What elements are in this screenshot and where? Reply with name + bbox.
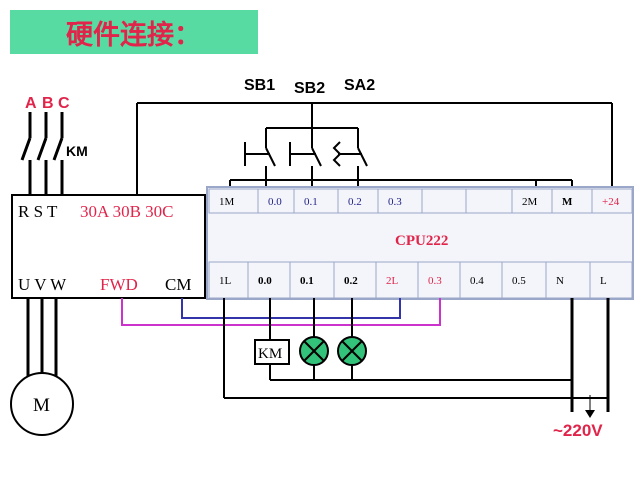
plc-bottom-terminal-cell xyxy=(417,261,461,299)
output-load-wiring xyxy=(223,298,608,399)
sb1-pushbutton xyxy=(244,140,276,190)
plc-top-terminal-cell xyxy=(377,188,423,214)
inverter-input-terminals: R S T xyxy=(18,202,58,221)
plc-bottom-terminal-row: 1L 0.0 0.1 0.2 2L 0.3 0.4 0.5 N L xyxy=(208,261,633,299)
output-contactor-label: KM xyxy=(258,346,282,362)
inverter-output-terminals: U V W xyxy=(18,275,67,294)
plc-bottom-terminal-label: 0.1 xyxy=(300,275,314,287)
plc-top-terminal-cell xyxy=(421,188,467,214)
plc-top-terminal-label: 0.3 xyxy=(388,196,402,208)
motor-label: M xyxy=(33,395,50,416)
contactor-label: KM xyxy=(66,143,88,159)
plc-bottom-terminal-cell xyxy=(589,261,633,299)
plc-top-terminal-cell xyxy=(257,188,295,214)
switch-label-sa2: SA2 xyxy=(344,77,375,94)
plc-top-terminal-label: 1M xyxy=(219,196,235,208)
plc-bottom-terminal-label: N xyxy=(556,275,564,287)
title-banner xyxy=(10,10,258,54)
switch-label-sb1: SB1 xyxy=(244,77,275,94)
plc-bottom-terminal-cell xyxy=(208,261,249,299)
plc-top-terminal-cell xyxy=(293,188,339,214)
switch-label-sb2: SB2 xyxy=(294,80,325,97)
plc-bottom-terminal-label: 0.0 xyxy=(258,275,272,287)
plc-top-terminal-label: 2M xyxy=(522,196,538,208)
supply-voltage-label: ~220V xyxy=(553,421,603,440)
inverter-relay-terminals: 30A 30B 30C xyxy=(80,202,174,221)
inverter-cm-terminal: CM xyxy=(165,275,191,294)
motor-symbol xyxy=(10,372,74,436)
plc-top-terminal-cell xyxy=(591,188,633,214)
indicator-lamp-2 xyxy=(337,336,367,366)
plc-bottom-terminal-label: 0.3 xyxy=(428,275,442,287)
sb2-pushbutton xyxy=(289,140,322,190)
output-contactor-coil xyxy=(254,339,290,365)
plc-top-terminal-label: M xyxy=(562,196,573,208)
supply-lines xyxy=(570,298,610,412)
plc-bottom-terminal-label: 0.2 xyxy=(344,275,358,287)
plc-bottom-terminal-label: 2L xyxy=(386,275,399,287)
plc-top-terminal-cell xyxy=(208,188,259,214)
plc-top-terminal-row: 1M 0.0 0.1 0.2 0.3 2M M +24 xyxy=(208,188,633,214)
plc-bottom-terminal-cell xyxy=(333,261,377,299)
phase-label-b: B xyxy=(42,95,54,112)
phase-label-c: C xyxy=(58,95,70,112)
plc-bottom-terminal-label: 0.4 xyxy=(470,275,484,287)
plc-bottom-terminal-label: 1L xyxy=(219,275,232,287)
page-title: 硬件连接： xyxy=(66,19,201,51)
indicator-lamp-1 xyxy=(299,336,329,366)
control-signal-wires xyxy=(121,298,441,326)
plc-top-terminal-cell xyxy=(465,188,513,214)
plc-top-terminal-label: 0.1 xyxy=(304,196,318,208)
sa2-selector-switch xyxy=(332,140,368,190)
plc-top-terminal-cell xyxy=(511,188,553,214)
supply-arrow xyxy=(585,395,595,418)
plc-bottom-terminal-cell xyxy=(545,261,591,299)
motor-leads xyxy=(26,298,58,380)
plc-bottom-terminal-label: L xyxy=(600,275,607,287)
inverter-box xyxy=(11,194,206,299)
plc-bottom-terminal-cell xyxy=(501,261,547,299)
plc-top-terminal-label: +24 xyxy=(602,196,620,208)
plc-top-terminal-cell xyxy=(551,188,593,214)
plc-bottom-terminal-cell xyxy=(247,261,291,299)
phase-label-a: A xyxy=(25,95,37,112)
plc-bottom-terminal-cell xyxy=(375,261,419,299)
inverter-fwd-terminal: FWD xyxy=(100,275,138,294)
plc-top-terminal-label: 0.2 xyxy=(348,196,362,208)
plc-top-terminal-label: 0.0 xyxy=(268,196,282,208)
plc-bottom-terminal-label: 0.5 xyxy=(512,275,526,287)
plc-model-label: CPU222 xyxy=(395,233,448,249)
main-contactor-km xyxy=(20,112,64,196)
input-common-wiring xyxy=(136,102,613,196)
